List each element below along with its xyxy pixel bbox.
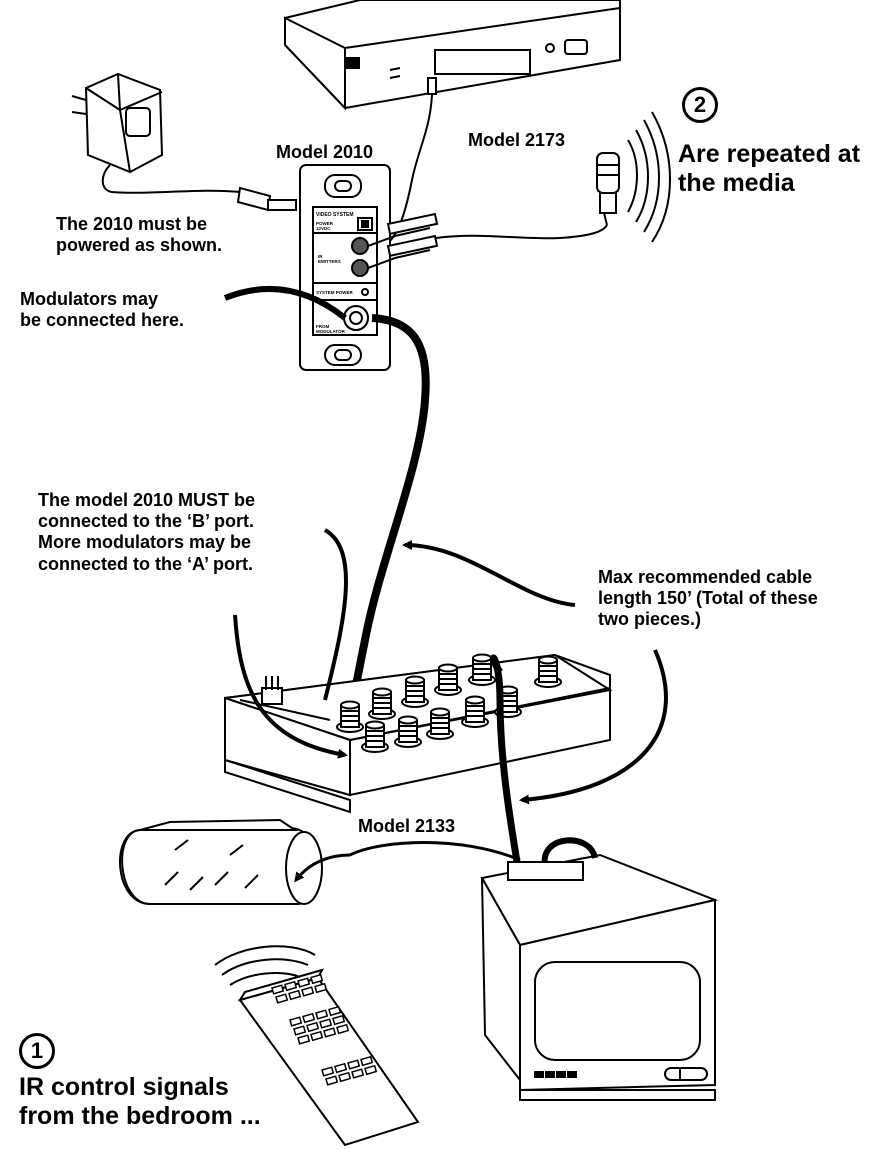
label-cable-length-note: Max recommended cable length 150’ (Total… <box>598 567 818 631</box>
f-connector <box>395 717 421 748</box>
step-1-number: 1 <box>19 1033 55 1069</box>
cable-length-arrow-1 <box>405 545 575 605</box>
step-2-text: Are repeated at the media <box>678 140 860 198</box>
f-connector <box>535 657 561 688</box>
label-model-2173: Model 2173 <box>468 130 565 151</box>
label-model-2010: Model 2010 <box>276 142 373 163</box>
wall-plate-model-2010 <box>300 165 390 370</box>
wall-plate-title: VIDEO SYSTEM <box>316 212 354 218</box>
ir-emitter-model-2173 <box>597 112 670 242</box>
f-connector <box>369 689 395 720</box>
f-connector <box>362 722 388 753</box>
step-2-number: 2 <box>682 87 718 123</box>
power-adapter <box>72 74 296 210</box>
f-connector <box>427 709 453 740</box>
coax-cable-to-splitter <box>352 318 426 705</box>
b-port-arrow <box>325 530 346 700</box>
f-connector <box>435 665 461 696</box>
f-connector <box>337 702 363 733</box>
label-b-port-note: The model 2010 MUST be connected to the … <box>38 490 255 575</box>
wall-plate-system-power-label: SYSTEM POWER <box>316 290 354 295</box>
f-connector <box>462 697 488 728</box>
label-power-note: The 2010 must be powered as shown. <box>56 214 222 256</box>
f-connector <box>402 677 428 708</box>
media-source-device <box>285 0 620 108</box>
label-modulators-note: Modulators may be connected here. <box>20 289 184 331</box>
television <box>482 840 715 1100</box>
ir-receiver-model-2133 <box>120 820 322 904</box>
label-model-2133: Model 2133 <box>358 816 455 837</box>
step-1-text: IR control signals from the bedroom ... <box>19 1073 261 1131</box>
